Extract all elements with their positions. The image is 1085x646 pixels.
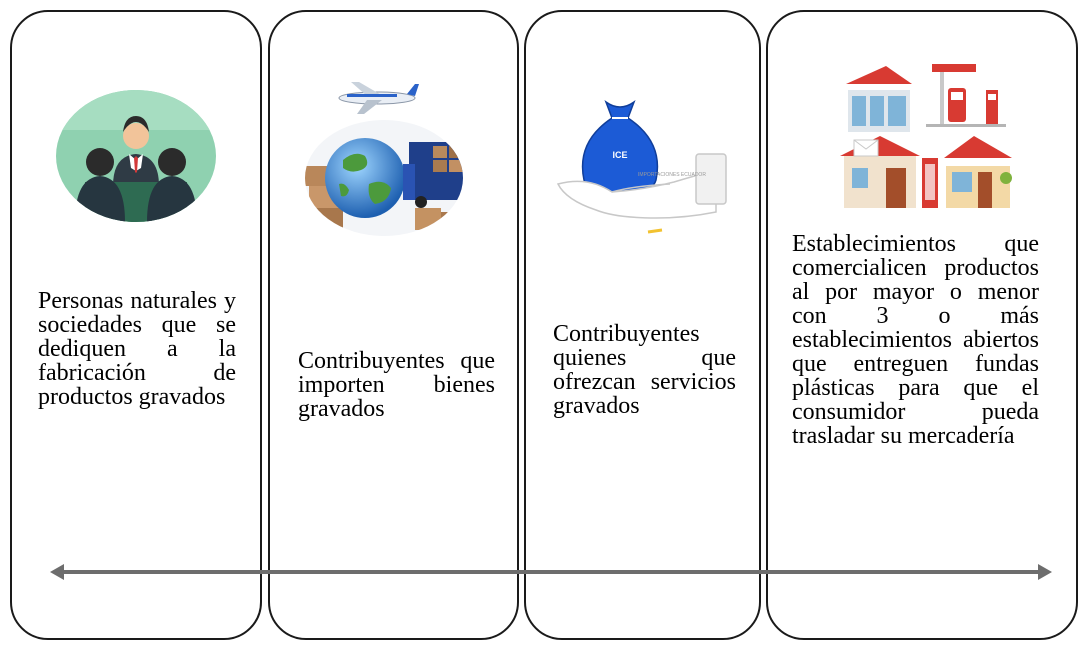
shop-icon-1 [846, 66, 912, 132]
column-4-text: Establecimientos que comercialicen produ… [792, 231, 1039, 449]
column-3-text: Contribuyentes quienes que ofrezcan serv… [553, 321, 736, 419]
tax-money-bag-icon: ICE IMPORTACIONES ECUADOR [556, 99, 727, 234]
people-meeting-icon [56, 90, 216, 222]
phone-booth-icon [922, 158, 938, 208]
bag-label: ICE [612, 150, 627, 160]
column-1-text: Personas naturales y sociedades que se d… [38, 288, 236, 410]
storefronts-icon [840, 64, 1012, 208]
column-card-2 [268, 10, 519, 640]
import-logistics-icon [305, 82, 463, 236]
open-hand-icon: IMPORTACIONES ECUADOR [556, 153, 727, 219]
column-card-3 [524, 10, 761, 640]
gas-station-icon [926, 64, 1006, 127]
airplane-icon [338, 82, 419, 114]
post-office-icon [840, 136, 920, 208]
shop-icon-2 [944, 136, 1012, 208]
money-bag-icon: ICE [581, 99, 659, 195]
double-arrow [50, 564, 1052, 580]
column-card-4 [766, 10, 1078, 640]
column-2-text: Contribuyentes que importen bienes grava… [298, 348, 495, 422]
hand-label: IMPORTACIONES ECUADOR [638, 172, 706, 178]
